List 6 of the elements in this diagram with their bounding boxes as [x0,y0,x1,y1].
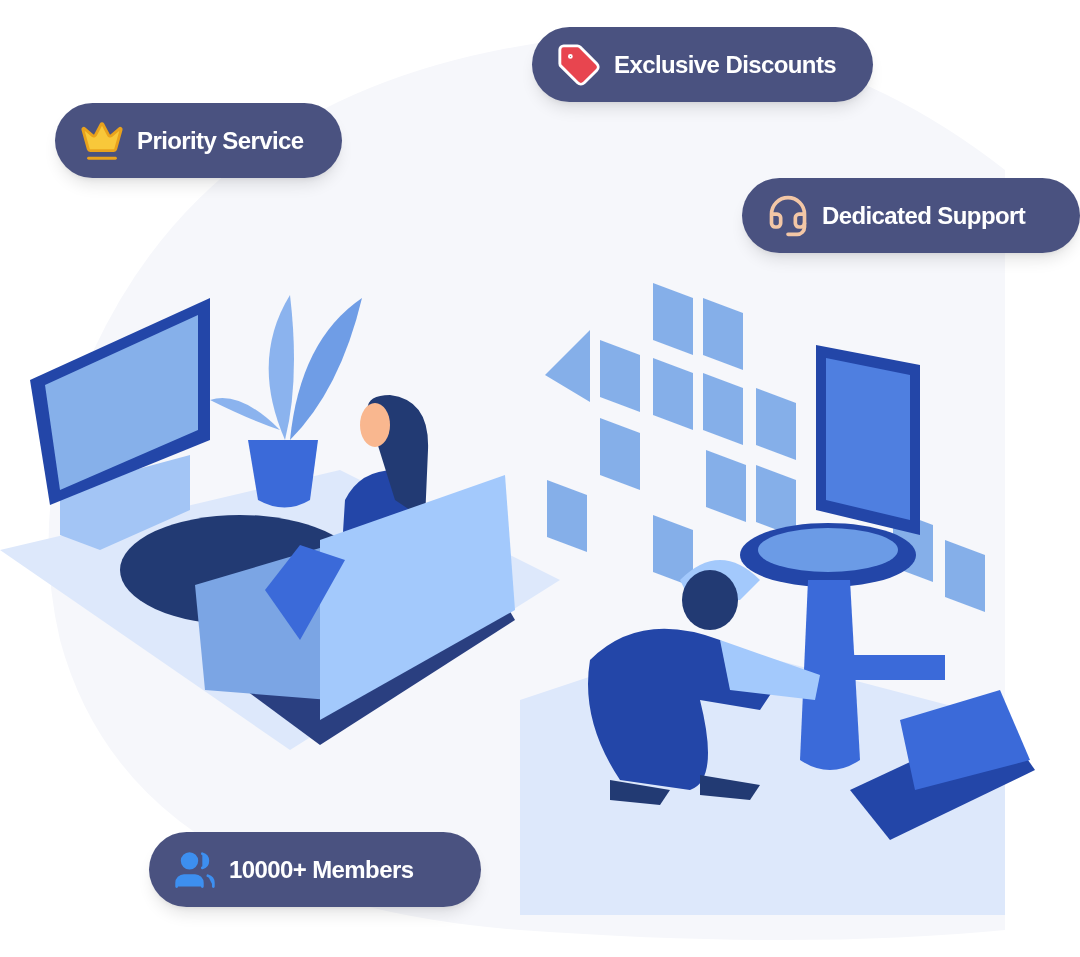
badge-label: 10000+ Members [229,854,414,885]
badge-label: Priority Service [137,125,304,156]
feature-badge [742,178,1080,253]
feature-badge [532,27,873,102]
badge-label: Exclusive Discounts [614,49,837,80]
badge-label: Dedicated Support [822,200,1026,231]
